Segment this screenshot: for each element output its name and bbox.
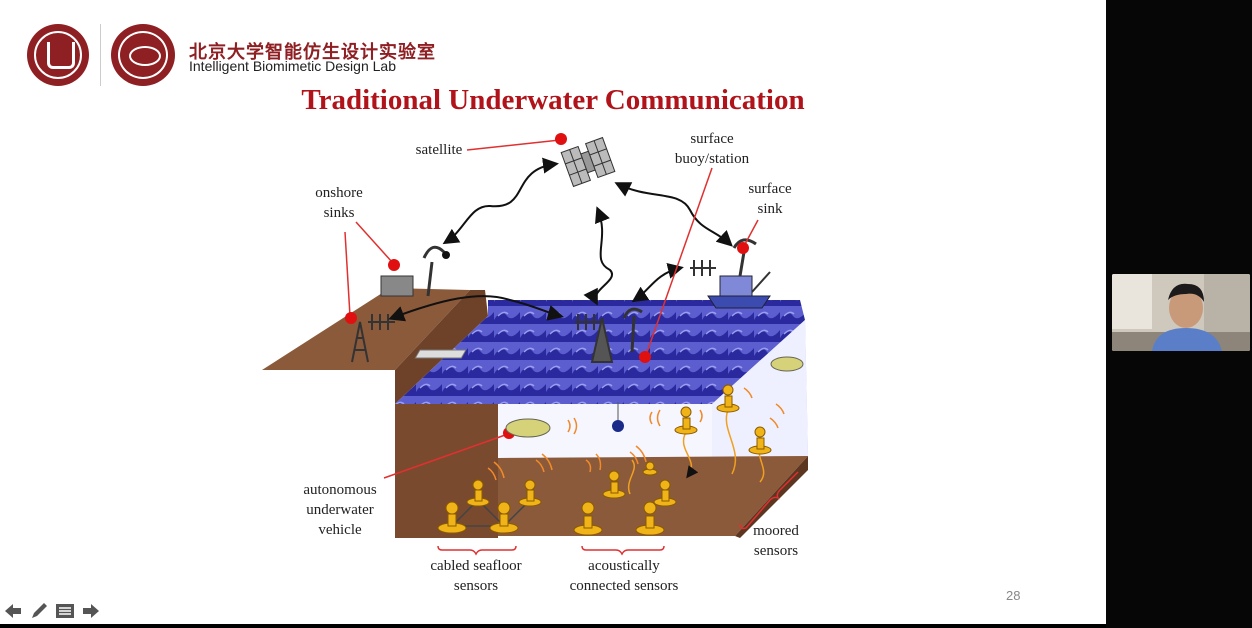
comm-links [388, 157, 733, 322]
slide: 北京大学智能仿生设计实验室 Intelligent Biomimetic Des… [0, 0, 1106, 624]
callouts [344, 133, 759, 479]
auv-vehicle-2 [770, 356, 804, 372]
sensor-node [466, 479, 490, 507]
lab-name-en: Intelligent Biomimetic Design Lab [189, 58, 396, 74]
label-auv: autonomous underwater vehicle [303, 482, 377, 538]
buoy-tower [575, 314, 614, 363]
label-moored-sensors: moored sensors [753, 523, 799, 559]
arrow-left-icon[interactable] [2, 600, 24, 622]
slide-title: Traditional Underwater Communication [301, 84, 805, 116]
sensor-node [716, 384, 740, 413]
buoy-platform [414, 349, 467, 359]
label-acoustic-sensors: acoustically connected sensors [569, 558, 679, 594]
sensor-node [748, 426, 772, 455]
auv-vehicle [505, 418, 551, 438]
header-divider [100, 24, 101, 86]
label-cabled-sensors: cabled seafloor sensors [430, 558, 522, 594]
underwater-network-diagram [262, 133, 808, 556]
label-surface-sink: surface sink [748, 181, 792, 217]
floating-sensor [612, 420, 624, 432]
sensors [437, 384, 772, 536]
sensor-node [518, 479, 542, 507]
sensor-node [653, 479, 677, 507]
seabed-front [395, 404, 498, 538]
onshore-station-box [380, 275, 414, 297]
slideshow-toolbar [2, 600, 102, 622]
water-column-side [712, 320, 808, 458]
sensor-node [489, 501, 519, 534]
satellite-icon [560, 136, 616, 188]
arrow-right-icon[interactable] [80, 600, 102, 622]
sensor-node [602, 470, 626, 499]
sensor-node [437, 501, 467, 534]
presenter-webcam[interactable] [1112, 274, 1250, 351]
lab-name-cn: 北京大学智能仿生设计实验室 [189, 42, 436, 63]
seabed-side [735, 456, 808, 538]
pen-icon[interactable] [28, 600, 50, 622]
sensor-node [573, 501, 603, 536]
acoustic-waves [487, 387, 785, 481]
lab-logo [111, 24, 175, 86]
buoy-dish [622, 307, 643, 353]
label-satellite: satellite [415, 142, 463, 158]
peking-university-logo [27, 24, 89, 86]
seafloor-top [395, 456, 808, 536]
label-onshore-sinks: onshore sinks [315, 185, 363, 221]
sensor-node [635, 501, 665, 536]
onshore-dish [422, 245, 446, 297]
label-surface-buoy: surface buoy/station [674, 131, 750, 167]
brackets [437, 471, 799, 556]
page-number: 28 [1006, 588, 1021, 603]
sensor-node [674, 406, 698, 435]
surface-ship [690, 238, 771, 309]
onshore-tower [351, 314, 395, 363]
menu-icon[interactable] [54, 600, 76, 622]
sensor-node [642, 461, 658, 476]
